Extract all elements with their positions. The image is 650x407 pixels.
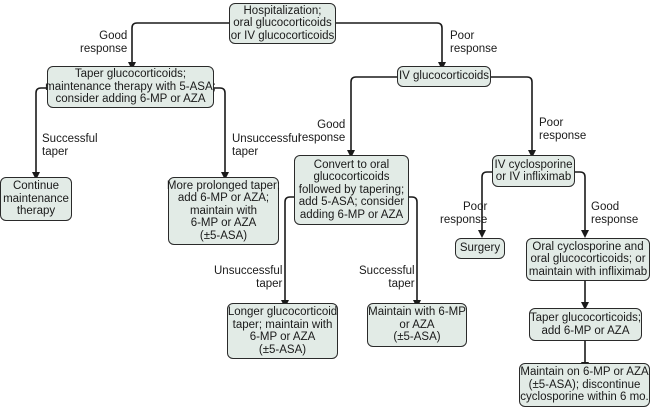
node-text: maintain with infliximab	[528, 265, 648, 278]
node-text: Taper glucocorticoids;	[74, 68, 187, 81]
label-text: taper	[388, 277, 415, 290]
node-more-prolonged-taper: More prolonged taper; add 6-MP or AZA; m…	[166, 177, 281, 245]
arrowhead	[347, 150, 355, 158]
node-text: oral glucocorticoids	[233, 17, 332, 30]
node-text: Oral cyclosporine and	[532, 240, 644, 253]
node-text: (±5-ASA)	[393, 331, 441, 344]
arrowhead	[478, 230, 486, 238]
label-text: Poor	[539, 117, 564, 129]
label-text: response	[440, 213, 488, 226]
label-good-response-2: Good response	[298, 119, 345, 144]
node-text: IV glucocorticoids	[398, 70, 490, 83]
node-text: consider adding 6-MP or AZA	[55, 93, 206, 106]
edge-taper-prolonged	[213, 87, 226, 172]
label-text: taper	[256, 277, 283, 290]
arrowhead	[32, 172, 40, 180]
label-poor-response-1: Poor response	[450, 30, 497, 55]
arrowhead	[581, 302, 589, 310]
node-iv-cyclosporine: IV cyclosporine or IV infliximab	[492, 155, 575, 187]
node-text: or IV glucocorticoids	[230, 29, 335, 42]
label-text: Good	[591, 201, 620, 213]
node-text: maintenance	[3, 192, 69, 205]
node-text: IV cyclosporine	[494, 158, 573, 171]
node-hospitalization: Hospitalization; oral glucocorticoids or…	[229, 3, 336, 44]
node-text: or IV infliximab	[495, 171, 572, 183]
arrowhead	[221, 172, 229, 180]
label-unsuccessful-taper-1: Unsuccessful taper	[232, 133, 300, 158]
arrowhead	[528, 150, 536, 158]
node-text: glucocorticoids	[313, 171, 390, 184]
node-surgery: Surgery	[455, 238, 505, 259]
node-text: Convert to oral	[313, 158, 390, 171]
node-text: oral glucocorticoids; or	[530, 253, 646, 266]
label-successful-taper-1: Successful taper	[42, 133, 98, 158]
edge-ivgc-convert	[350, 76, 398, 150]
label-text: taper	[232, 145, 259, 158]
edge-ivcyclo-surgery	[481, 171, 492, 230]
node-oral-cyclosporine: Oral cyclosporine and oral glucocorticoi…	[526, 238, 650, 281]
edge-hosp-ivgc	[335, 22, 443, 62]
edge-ivcyclo-oralcyclo	[574, 171, 586, 230]
node-text: add 6-MP or AZA;	[177, 192, 270, 205]
label-text: Good	[317, 119, 346, 131]
node-text: adding 6-MP or AZA	[299, 208, 404, 221]
label-text: Successful	[359, 265, 415, 277]
edge-convert-maintain	[408, 196, 418, 300]
node-text: More prolonged taper;	[166, 179, 281, 192]
node-text: Surgery	[459, 242, 501, 255]
edge-taper-continue	[35, 87, 48, 172]
label-text: response	[450, 42, 498, 55]
node-text: Continue	[12, 180, 60, 193]
label-poor-response-3: Poor response	[440, 201, 487, 226]
node-taper-add-6mp: Taper glucocorticoids; add 6-MP or AZA	[529, 308, 642, 341]
node-continue-maintenance: Continue maintenance therapy	[0, 177, 72, 221]
node-maintain-on-6mp: Maintain on 6-MP or AZA (±5-ASA); discon…	[519, 363, 650, 407]
node-maintain-6mp: Maintain with 6-MP or AZA (±5-ASA)	[367, 303, 467, 347]
node-text: taper; maintain with	[232, 318, 333, 331]
node-text: therapy	[16, 205, 56, 218]
node-text: 6-MP or AZA	[190, 217, 257, 230]
node-taper-glucocorticoids: Taper glucocorticoids; maintenance thera…	[45, 66, 216, 108]
edge-hosp-taper	[131, 22, 230, 62]
label-text: Successful	[42, 133, 98, 145]
label-text: Unsuccessful	[232, 133, 301, 145]
node-text: Hospitalization;	[243, 4, 322, 17]
node-text: followed by tapering;	[298, 183, 405, 196]
label-good-response-1: Good response	[80, 30, 127, 55]
node-text: (±5-ASA)	[258, 343, 307, 356]
node-text: maintain with	[189, 204, 258, 217]
arrowhead	[581, 230, 589, 238]
label-good-response-3: Good response	[591, 201, 638, 226]
label-text: taper	[42, 145, 69, 158]
node-text: Maintain on 6-MP or AZA	[520, 366, 649, 379]
node-convert-oral: Convert to oral glucocorticoids followed…	[294, 155, 409, 225]
node-text: (±5-ASA)	[199, 229, 248, 242]
label-text: Poor	[463, 201, 488, 213]
node-text: Maintain with 6-MP	[368, 306, 466, 319]
label-unsuccessful-taper-2: Unsuccessful taper	[214, 265, 282, 290]
label-text: response	[298, 131, 346, 144]
label-poor-response-2: Poor response	[539, 117, 586, 142]
label-text: response	[591, 213, 639, 226]
node-text: maintenance therapy with 5-ASA;	[45, 80, 216, 93]
label-text: Unsuccessful	[214, 265, 283, 277]
label-text: Good	[99, 30, 128, 42]
node-iv-glucocorticoids: IV glucocorticoids	[397, 66, 491, 87]
label-text: Poor	[450, 30, 475, 42]
label-successful-taper-2: Successful taper	[359, 265, 415, 290]
node-text: (±5-ASA); discontinue	[528, 378, 641, 391]
node-text: add 6-MP or AZA	[541, 324, 630, 337]
node-text: 6-MP or AZA	[249, 331, 316, 343]
node-text: Longer glucocorticoid	[227, 306, 338, 318]
label-text: response	[80, 42, 128, 55]
node-text: or AZA	[399, 318, 435, 331]
edge-convert-longer	[284, 196, 295, 300]
node-text: add 5-ASA; consider	[298, 196, 405, 209]
edge-ivgc-ivcyclo	[490, 76, 533, 150]
node-text: Taper glucocorticoids;	[529, 312, 642, 324]
node-text: cyclosporine within 6 mo.	[520, 391, 649, 404]
node-longer-taper: Longer glucocorticoid taper; maintain wi…	[227, 303, 338, 359]
label-text: response	[539, 129, 587, 142]
